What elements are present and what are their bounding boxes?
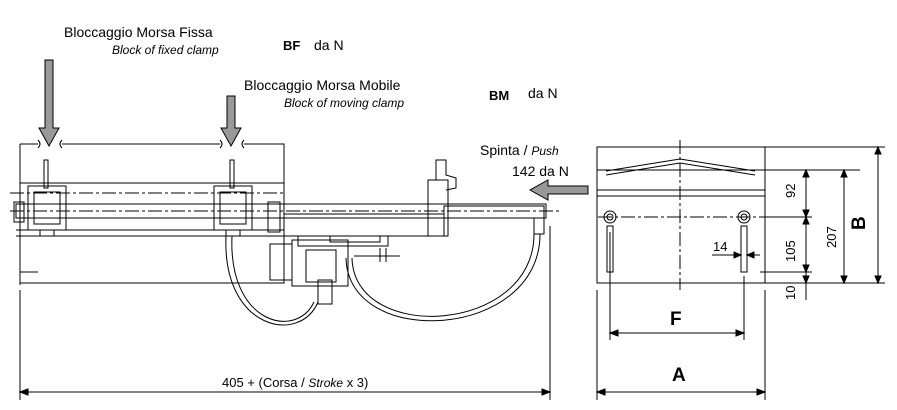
moving-clamp-block bbox=[213, 159, 253, 237]
hose-left bbox=[225, 235, 319, 326]
cylinder-body bbox=[269, 159, 457, 305]
overall-length-stroke: Stroke bbox=[308, 376, 344, 390]
dim-14-label: 14 bbox=[713, 239, 728, 254]
moving-clamp-label-it: Bloccaggio Morsa Mobile bbox=[244, 77, 401, 93]
moving-clamp-label-en: Block of moving clamp bbox=[284, 96, 405, 110]
dim-F-label: F bbox=[670, 309, 682, 330]
fixed-clamp-label-it: Bloccaggio Morsa Fissa bbox=[64, 24, 213, 40]
moving-clamp-code: BM bbox=[489, 88, 510, 103]
overall-length-suffix: x 3) bbox=[346, 375, 369, 390]
fixed-clamp-unit: da N bbox=[314, 37, 344, 53]
fixed-clamp-block bbox=[27, 159, 67, 237]
dim-10-label: 10 bbox=[783, 285, 798, 300]
dim-105-label: 105 bbox=[783, 240, 798, 262]
push-label-en: Push bbox=[531, 144, 559, 158]
dim-92-label: 92 bbox=[783, 183, 798, 198]
main-rod bbox=[15, 203, 547, 219]
dim-B-label: B bbox=[849, 216, 870, 230]
dim-A-label: A bbox=[672, 365, 686, 386]
overall-length-prefix: 405 + (Corsa / bbox=[222, 375, 305, 390]
dim-207-label: 207 bbox=[824, 226, 839, 248]
hose-right bbox=[345, 233, 541, 322]
moving-clamp-arrow bbox=[220, 95, 242, 148]
moving-clamp-unit: da N bbox=[528, 85, 558, 101]
push-label: Spinta / Push bbox=[480, 143, 559, 159]
fixed-clamp-code: BF bbox=[283, 38, 301, 53]
front-view bbox=[596, 140, 766, 290]
push-value: 142 da N bbox=[512, 163, 569, 179]
push-label-it: Spinta / bbox=[480, 142, 528, 158]
push-arrow bbox=[528, 179, 589, 201]
fixed-clamp-arrow bbox=[38, 59, 60, 148]
fixed-clamp-label-en: Block of fixed clamp bbox=[112, 43, 219, 57]
overall-length-label: 405 + (Corsa / Stroke x 3) bbox=[222, 375, 368, 391]
